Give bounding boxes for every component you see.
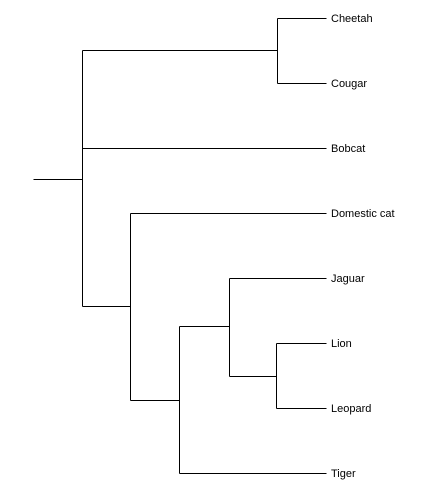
leaf-label-tiger: Tiger bbox=[331, 468, 356, 480]
leaf-label-lion: Lion bbox=[331, 338, 352, 350]
leaf-label-bobcat: Bobcat bbox=[331, 143, 365, 155]
leaf-label-domestic-cat: Domestic cat bbox=[331, 208, 395, 220]
leaf-label-jaguar: Jaguar bbox=[331, 273, 365, 285]
leaf-label-cheetah: Cheetah bbox=[331, 13, 373, 25]
leaf-label-leopard: Leopard bbox=[331, 403, 371, 415]
leaf-label-cougar: Cougar bbox=[331, 78, 367, 90]
tree-branches bbox=[33, 18, 327, 474]
leaf-labels: Cheetah Cougar Bobcat Domestic cat Jagua… bbox=[331, 13, 395, 480]
